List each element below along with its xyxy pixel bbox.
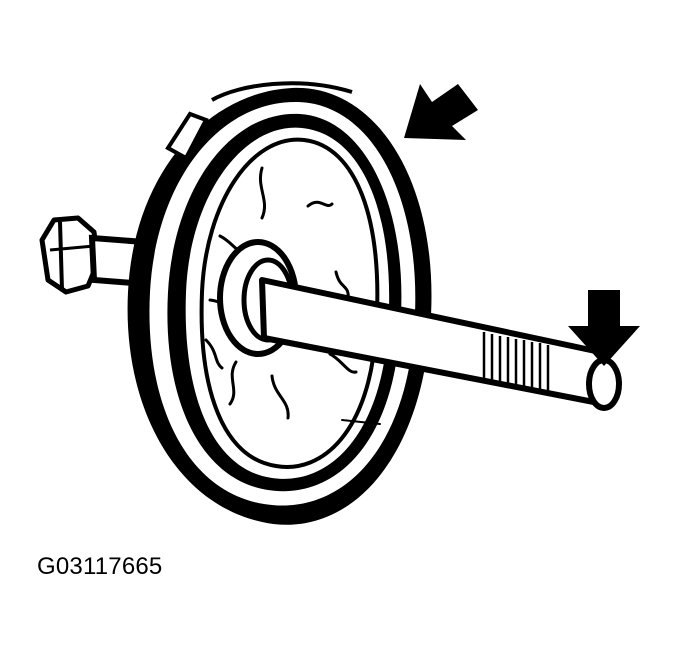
- shaft-end: [586, 357, 622, 411]
- shaft-threads: [482, 332, 550, 391]
- shaft-right-section: [259, 277, 622, 411]
- arrow-pulley-rim-icon: [404, 84, 478, 140]
- arrow-shaft-end-icon: [568, 290, 640, 366]
- figure-code: G03117665: [37, 553, 163, 580]
- hex-nut: [39, 215, 101, 295]
